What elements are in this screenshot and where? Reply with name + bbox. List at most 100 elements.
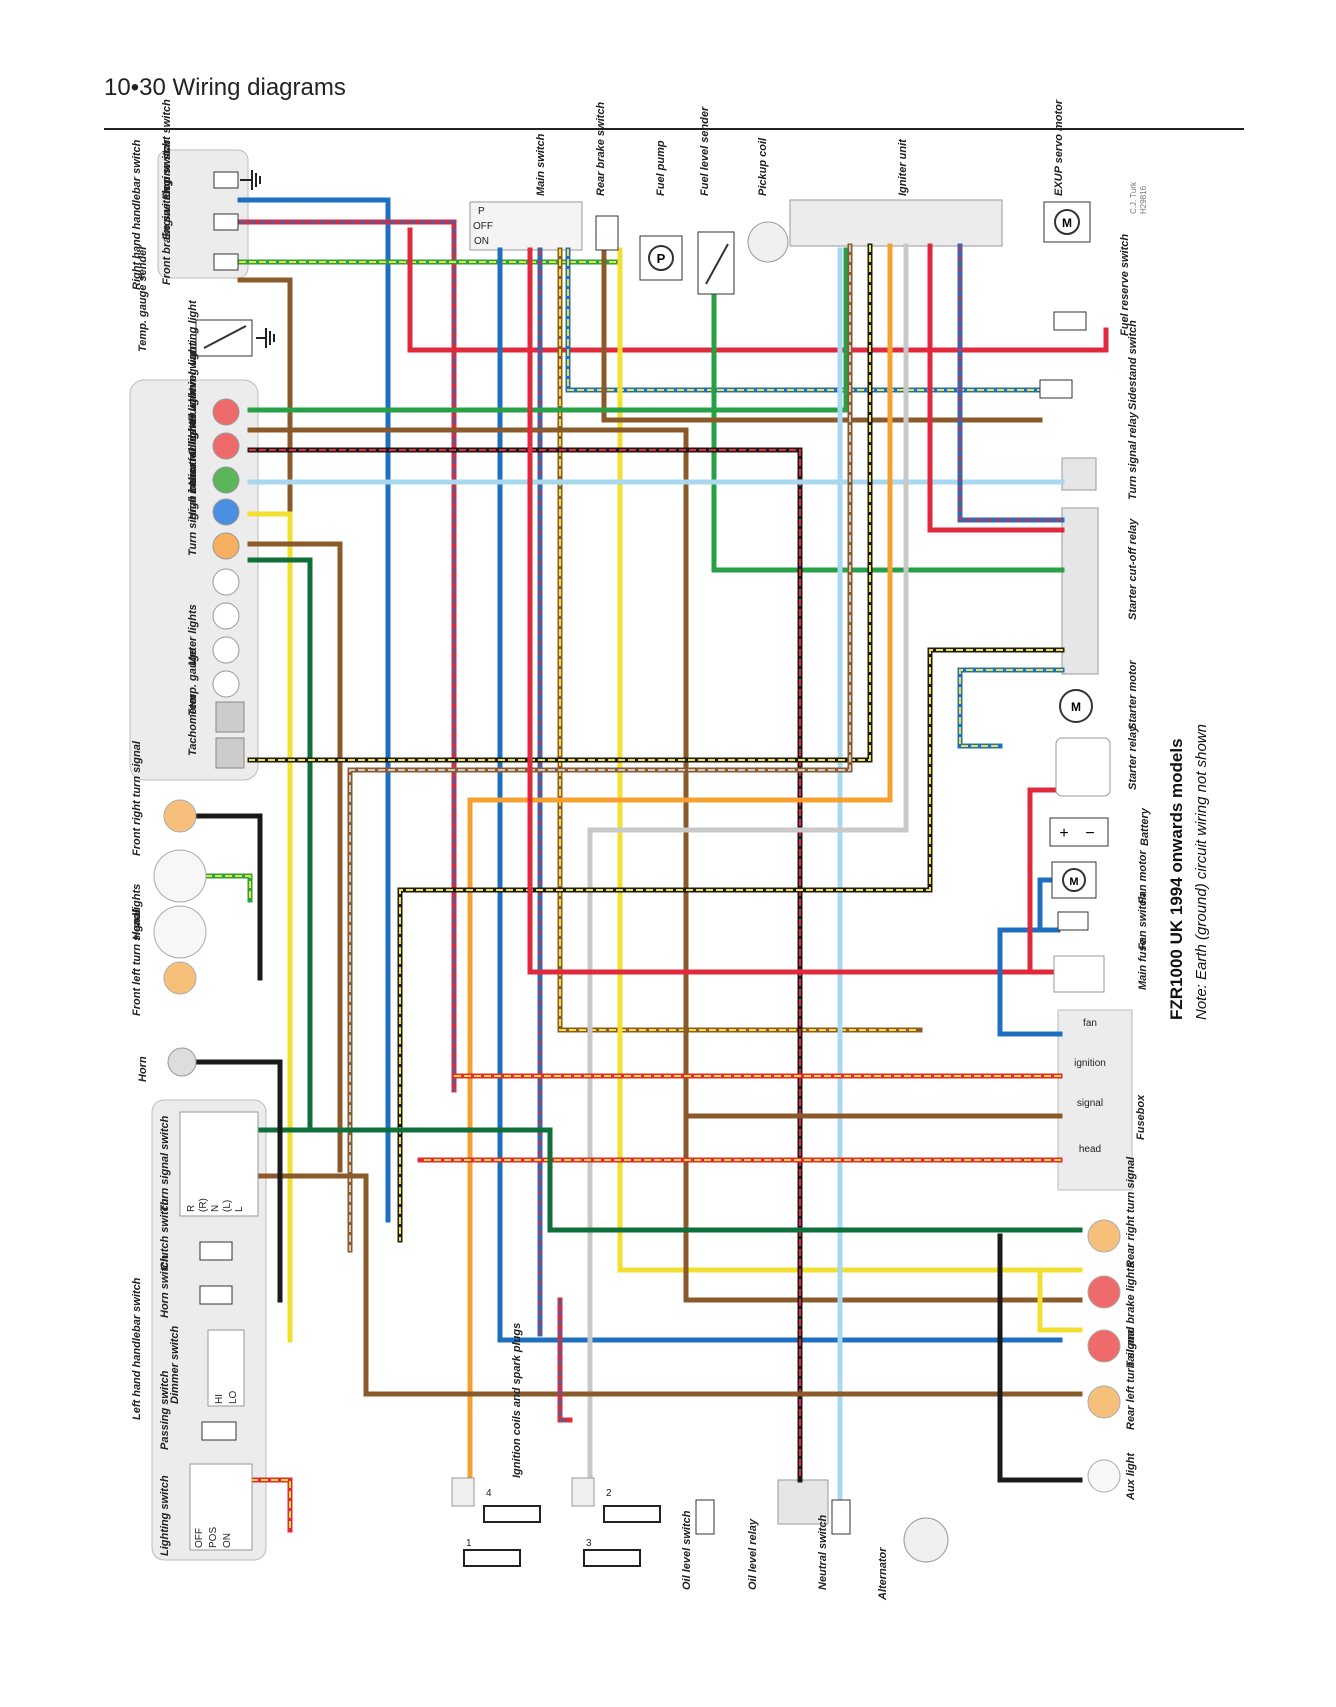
wire-fan-motor-blue <box>1037 877 1055 933</box>
label-aux-light: Aux light <box>1125 1452 1137 1501</box>
label-engine-start: Engine start switch <box>161 99 173 200</box>
label-neutral-switch: Neutral switch <box>817 1515 829 1590</box>
fan-motor-icon: M <box>1051 861 1097 899</box>
label-fan-switch: Fan switch <box>1137 893 1149 950</box>
high-beam-light-icon <box>212 498 240 526</box>
label-meter-lights: Meter lights <box>187 604 199 666</box>
main-switch-box <box>469 201 583 251</box>
wire-main-blue3-stripe <box>567 249 1041 391</box>
credit-author: C.J. Turk <box>1129 181 1138 214</box>
fuel-pump-symbol: P <box>657 251 666 266</box>
fuse-label-ignition: ignition <box>1074 1058 1106 1069</box>
temp-sender-icon <box>195 319 275 357</box>
wire-oil-black-stripe <box>249 449 801 1481</box>
coil-number-3: 3 <box>586 1538 592 1549</box>
lighting-pos-on: ON <box>222 1533 233 1548</box>
wire-start-blue <box>237 197 391 1223</box>
sidestand-switch-icon <box>1039 379 1073 399</box>
label-oil-warning: Oil level warning light <box>187 341 199 456</box>
igniter-box <box>789 199 1003 247</box>
label-tachometer: Tachometer <box>187 693 199 756</box>
fusebox-panel <box>1057 1009 1133 1191</box>
label-horn: Horn <box>137 1056 149 1082</box>
label-turn-indicator: Turn signal indicator light <box>187 420 199 556</box>
neutral-light-icon <box>212 466 240 494</box>
wire-yellow-long <box>617 247 1083 1273</box>
dimmer-pos-hi: HI <box>214 1394 225 1404</box>
wire-oil-black <box>247 447 803 1483</box>
label-pickup-coil: Pickup coil <box>757 137 769 196</box>
wire-cutoff-blue-stripe <box>959 669 1063 747</box>
rear-brake-switch-icon <box>595 215 619 251</box>
label-clutch-switch: Clutch switch <box>159 1198 171 1270</box>
fuel-level-sender-icon <box>697 231 735 295</box>
label-oil-relay: Oil level relay <box>747 1518 759 1590</box>
label-temp-sender: Temp. gauge sender <box>137 245 149 352</box>
spark-plug-icon <box>463 1505 661 1567</box>
label-ignition-coils: Ignition coils and spark plugs <box>511 1323 523 1478</box>
label-turn-relay: Turn signal relay <box>1127 411 1139 500</box>
label-temp-gauge: Temp. gauge <box>187 649 199 716</box>
label-front-left-turn: Front left turn signal <box>131 908 143 1016</box>
wire-igniter-brown-stripe <box>349 245 851 1251</box>
label-igniter: Igniter unit <box>897 138 909 196</box>
label-exup: EXUP servo motor <box>1053 99 1065 196</box>
dimmer-switch-icon <box>207 1329 245 1407</box>
front-right-turn-bulb-icon <box>163 799 197 833</box>
fuse-label-signal: signal <box>1077 1098 1103 1109</box>
wire-rear-left-brown <box>257 1173 1083 1397</box>
wire-cutoff-blue <box>957 667 1065 749</box>
wire-coil-red-stripe <box>559 1299 571 1421</box>
wire-horn-black <box>193 1059 283 1303</box>
wire-igniter-brown <box>347 243 853 1253</box>
lighting-switch-icon <box>189 1463 253 1551</box>
rear-left-turn-bulb-icon <box>1087 1385 1121 1419</box>
wire-head-green-stripe <box>205 875 251 901</box>
wire-fuel-green2 <box>247 247 849 413</box>
wire-main-brown-stripe <box>559 249 921 1031</box>
oil-relay-box <box>777 1479 829 1525</box>
fuel-reserve-switch-icon <box>1053 311 1087 331</box>
meter-light-icon <box>212 636 240 664</box>
wire-lighting-red-stripe <box>251 1479 291 1531</box>
wire-igniter-red <box>927 243 1065 533</box>
tachometer-icon <box>215 737 245 769</box>
wire-head-green <box>203 873 253 903</box>
wire-layer <box>193 197 1109 1533</box>
lighting-pos-off: OFF <box>194 1528 205 1548</box>
label-front-right-turn: Front right turn signal <box>131 740 143 856</box>
meter-light-icon <box>212 670 240 698</box>
label-oil-switch: Oil level switch <box>681 1510 693 1590</box>
wire-main-brown <box>557 247 923 1033</box>
turn-switch-pos-r: R <box>186 1205 197 1212</box>
diagram-note: Note: Earth (ground) circuit wiring not … <box>1193 724 1210 1020</box>
coil-number-2: 2 <box>606 1488 612 1499</box>
battery-plus-symbol: + <box>1059 825 1068 842</box>
wire-turn-brown <box>247 541 343 1173</box>
label-turn-switch: Turn signal switch <box>159 1115 171 1212</box>
coil-number-1: 1 <box>466 1538 472 1549</box>
alternator-icon <box>903 1517 949 1563</box>
wire-main-fuse-red <box>527 247 1057 975</box>
turn-switch-pos-l: L <box>234 1206 245 1212</box>
wire-fuel-brown <box>601 247 1043 423</box>
meter-light-icon <box>212 602 240 630</box>
label-rear-brake: Rear brake switch <box>595 102 607 196</box>
oil-level-switch-icon <box>695 1499 715 1535</box>
tail-light-bulb-icon <box>1087 1275 1121 1309</box>
label-starter-motor: Starter motor <box>1127 660 1139 730</box>
headlight-hi-bulb-icon <box>153 849 207 903</box>
wire-front-turn-black <box>193 813 263 981</box>
turn-signal-switch-icon <box>179 1111 259 1217</box>
neutral-switch-icon <box>831 1499 851 1535</box>
label-cutoff-relay: Starter cut-off relay <box>1127 518 1139 620</box>
diagram-title: FZR1000 UK 1994 onwards models <box>1167 738 1186 1020</box>
label-sidestand: Sidestand switch <box>1127 320 1139 410</box>
label-front-brake: Front brake switch <box>161 187 173 285</box>
label-fuel-reserve: Fuel reserve switch <box>1119 234 1131 336</box>
label-rear-right-turn: Rear right turn signal <box>1125 1156 1137 1268</box>
label-left-handlebar: Left hand handlebar switch <box>131 1277 143 1420</box>
wire-fuel-green <box>711 293 1065 573</box>
wire-tail-yellow <box>1037 1267 1083 1333</box>
